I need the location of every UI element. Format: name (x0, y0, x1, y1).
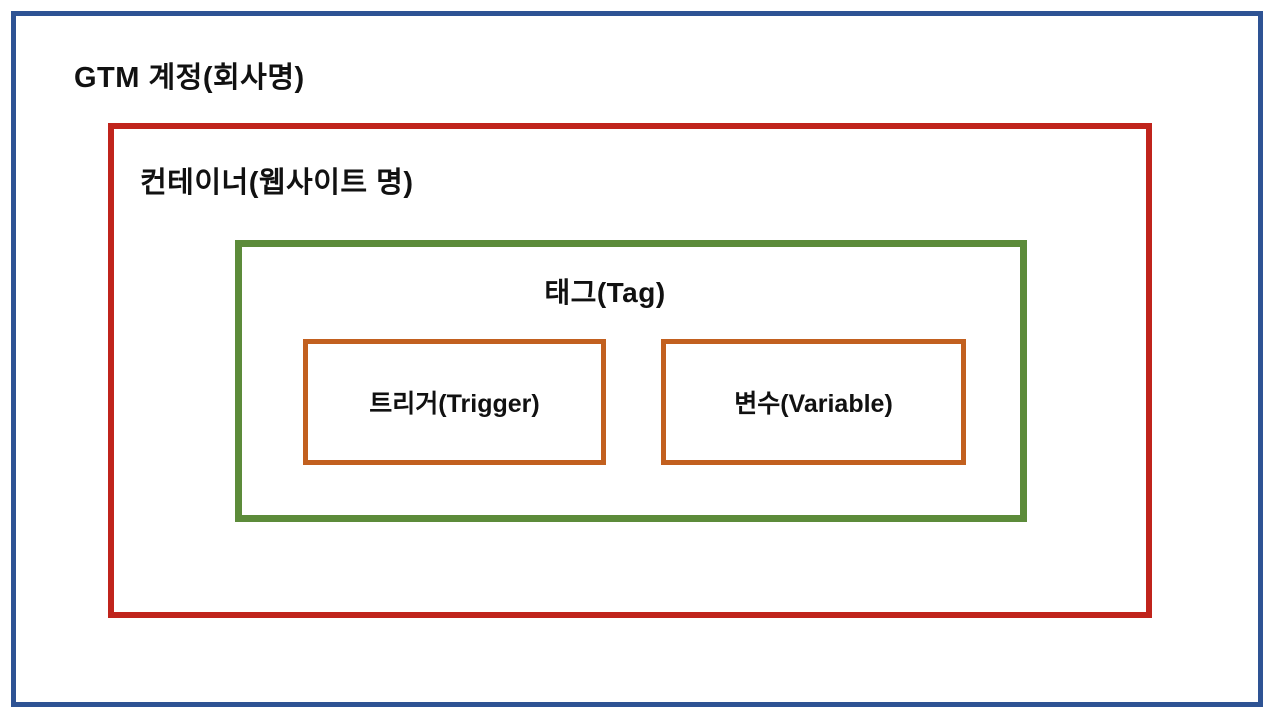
gtm-account-label: GTM 계정(회사명) (74, 62, 305, 94)
container-box: 컨테이너(웹사이트 명) 태그(Tag) 트리거(Trigger) 변수(Var… (108, 123, 1152, 618)
tag-label: 태그(Tag) (544, 277, 666, 308)
gtm-account-box: GTM 계정(회사명) 컨테이너(웹사이트 명) 태그(Tag) 트리거(Tri… (11, 11, 1263, 707)
tag-box: 태그(Tag) 트리거(Trigger) 변수(Variable) (235, 240, 1027, 522)
variable-label: 변수(Variable) (734, 390, 893, 418)
trigger-box: 트리거(Trigger) (303, 339, 606, 465)
trigger-label: 트리거(Trigger) (369, 390, 540, 418)
variable-box: 변수(Variable) (661, 339, 966, 465)
container-label: 컨테이너(웹사이트 명) (140, 167, 414, 199)
